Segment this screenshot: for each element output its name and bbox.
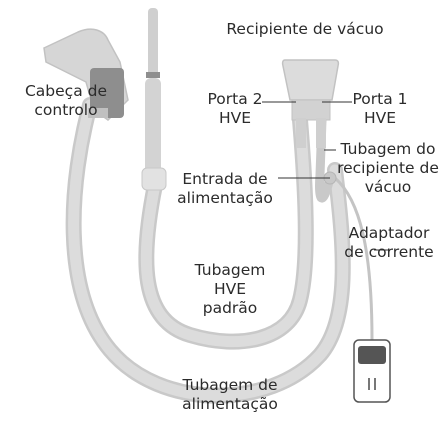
- label-vacuum-container-line1: Recipiente de vácuo: [226, 20, 384, 38]
- label-standard-hve-tubing-line1: Tubagem: [194, 261, 266, 279]
- label-power-adapter: Adaptador de corrente: [336, 224, 442, 262]
- label-canister-tubing-line3: vácuo: [364, 178, 412, 196]
- label-standard-hve-tubing: Tubagem HVE padrão: [180, 261, 280, 318]
- label-canister-tubing-line2: recipiente de: [337, 159, 439, 177]
- label-canister-tubing: Tubagem do recipiente de vácuo: [334, 140, 442, 197]
- power-adapter-plug: [353, 339, 391, 403]
- canister-tubing: [315, 115, 335, 203]
- hve-wand: [148, 8, 158, 76]
- label-standard-hve-tubing-line2: HVE: [213, 280, 247, 298]
- label-power-tubing-line1: Tubagem de: [182, 376, 278, 394]
- label-port2-line2: HVE: [218, 109, 252, 127]
- label-port2-line1: Porta 2: [207, 90, 263, 108]
- label-power-inlet-line1: Entrada de: [182, 170, 268, 188]
- label-power-inlet: Entrada de alimentação: [165, 170, 285, 208]
- label-vacuum-container: Recipiente de vácuo: [220, 20, 390, 39]
- label-control-head-line2: controlo: [34, 101, 98, 119]
- label-port1: Porta 1 HVE: [345, 90, 415, 128]
- label-power-tubing-line2: alimentação: [182, 395, 278, 413]
- label-control-head: Cabeça de controlo: [6, 82, 126, 120]
- label-port1-line2: HVE: [363, 109, 397, 127]
- label-power-inlet-line2: alimentação: [177, 189, 273, 207]
- label-power-adapter-line1: Adaptador: [348, 224, 430, 242]
- label-power-tubing: Tubagem de alimentação: [150, 376, 310, 414]
- label-power-adapter-line2: de corrente: [344, 243, 434, 261]
- label-port2: Porta 2 HVE: [200, 90, 270, 128]
- label-canister-tubing-line1: Tubagem do: [340, 140, 436, 158]
- label-port1-line1: Porta 1: [352, 90, 408, 108]
- label-control-head-line1: Cabeça de: [24, 82, 108, 100]
- power-adapter-cord: [334, 176, 374, 341]
- label-standard-hve-tubing-line3: padrão: [202, 299, 258, 317]
- vacuum-container-shape: [281, 59, 340, 101]
